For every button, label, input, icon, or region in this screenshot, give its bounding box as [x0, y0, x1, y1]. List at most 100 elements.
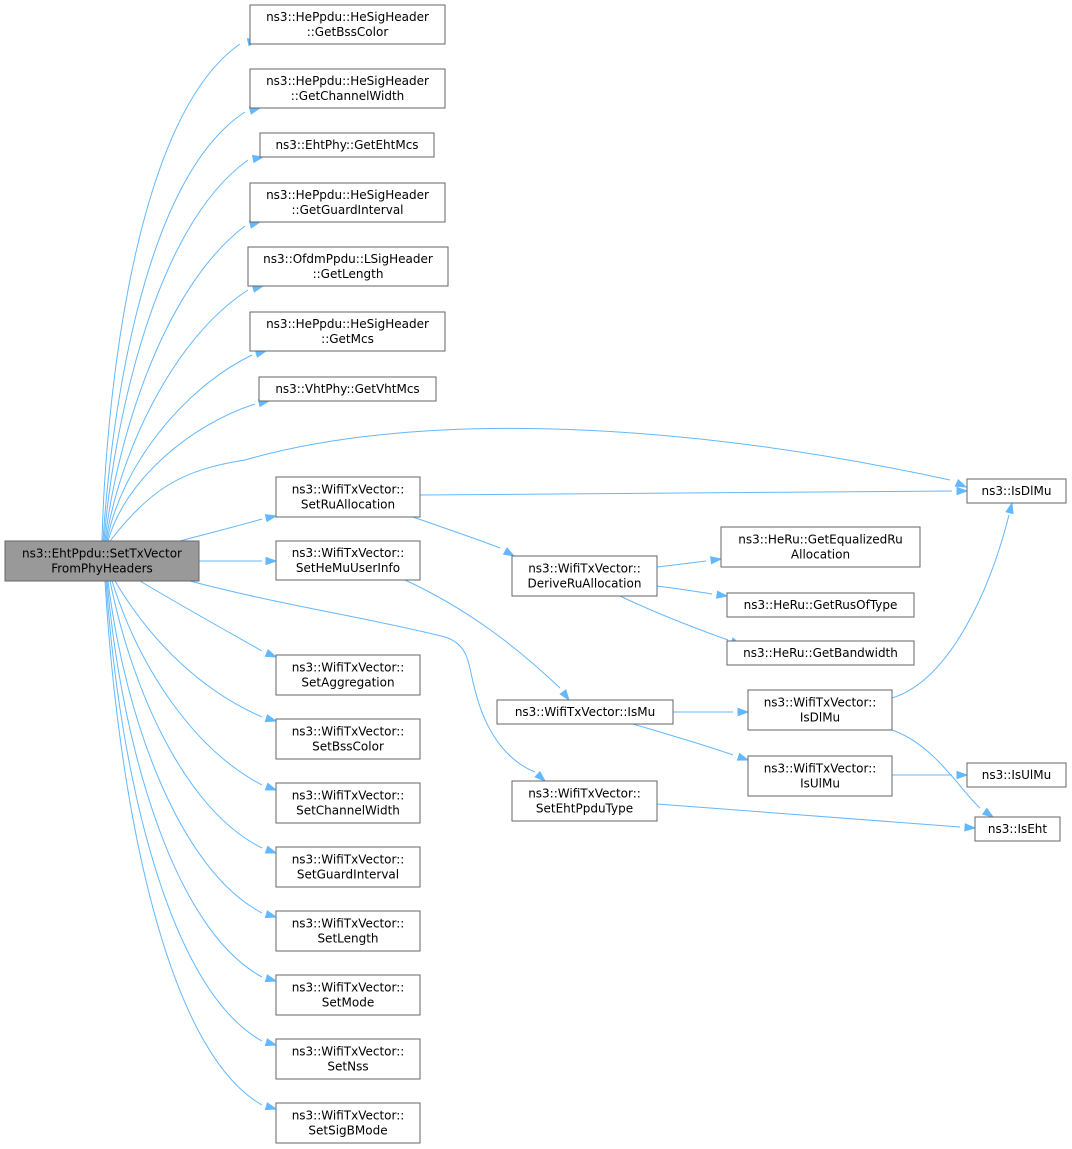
- node-box: [726, 640, 915, 666]
- edge-root-to-setbsscolor: [114, 580, 278, 723]
- edge-arrowhead: [956, 770, 969, 780]
- edge-txv_isdlmu-to-isdlmu_free: [891, 501, 1014, 699]
- node-txv-isulmu[interactable]: ns3::WifiTxVector::IsUlMu: [747, 755, 893, 797]
- edge-root-to-setmode: [106, 580, 278, 983]
- edge-arrowhead: [534, 770, 547, 783]
- node-isdlmu-free[interactable]: ns3::IsDlMu: [966, 478, 1067, 504]
- node-label-line: ns3::WifiTxVector::: [528, 562, 641, 576]
- node-setbsscolor[interactable]: ns3::WifiTxVector::SetBssColor: [275, 718, 421, 760]
- node-box: [249, 68, 446, 109]
- edge-line: [412, 516, 501, 549]
- node-he-getmcs[interactable]: ns3::HePpdu::HeSigHeader::GetMcs: [249, 311, 446, 352]
- node-setehtppdutype[interactable]: ns3::WifiTxVector::SetEhtPpduType: [511, 780, 658, 822]
- edge-line: [106, 580, 263, 978]
- edge-line: [101, 43, 241, 542]
- node-label-line: IsDlMu: [800, 711, 840, 725]
- node-label-line: ns3::WifiTxVector::: [292, 546, 405, 560]
- node-label-line: SetEhtPpduType: [536, 802, 633, 816]
- node-deriveruallocation[interactable]: ns3::WifiTxVector::DeriveRuAllocation: [511, 555, 658, 597]
- node-txv-isdlmu[interactable]: ns3::WifiTxVector::IsDlMu: [747, 689, 893, 731]
- edge-root-to-setehtppdutype: [189, 580, 547, 783]
- node-label-line: ns3::WifiTxVector::: [292, 789, 405, 803]
- node-setaggregation[interactable]: ns3::WifiTxVector::SetAggregation: [275, 654, 421, 696]
- edge-arrowhead: [264, 1038, 278, 1047]
- node-he-getguardinterval[interactable]: ns3::HePpdu::HeSigHeader::GetGuardInterv…: [249, 182, 446, 223]
- node-label-line: ns3::IsUlMu: [982, 768, 1051, 782]
- edge-arrowhead: [710, 556, 723, 565]
- edge-root-to-setguardinterval: [109, 580, 278, 854]
- edge-txv_isdlmu-to-iseht_free: [891, 729, 995, 818]
- node-label-line: ns3::WifiTxVector::: [292, 725, 405, 739]
- node-box: [275, 476, 421, 518]
- edge-line: [656, 560, 707, 568]
- edge-line: [104, 580, 263, 1106]
- node-setmode[interactable]: ns3::WifiTxVector::SetMode: [275, 974, 421, 1016]
- node-setguardinterval[interactable]: ns3::WifiTxVector::SetGuardInterval: [275, 846, 421, 888]
- node-box: [275, 654, 421, 696]
- node-box: [249, 182, 446, 223]
- node-sethemuuserinfo[interactable]: ns3::WifiTxVector::SetHeMuUserInfo: [275, 540, 421, 581]
- edge-sethemuuserinfo-to-ismu: [404, 579, 570, 702]
- node-label-line: ns3::OfdmPpdu::LSigHeader: [263, 252, 433, 266]
- node-box: [247, 246, 449, 287]
- node-isulmu-free[interactable]: ns3::IsUlMu: [966, 762, 1067, 788]
- node-box: [258, 376, 437, 402]
- edge-root-to-setruallocation: [179, 514, 278, 542]
- edge-ismu-to-txv_isdlmu: [673, 707, 750, 717]
- node-he-getbsscolor[interactable]: ns3::HePpdu::HeSigHeader::GetBssColor: [249, 4, 446, 45]
- node-vht-getvhtmcs[interactable]: ns3::VhtPhy::GetVhtMcs: [258, 376, 437, 402]
- edge-root-to-ofdm_getlength: [105, 284, 265, 542]
- edge-arrowhead: [559, 689, 570, 702]
- edge-arrowhead: [264, 782, 278, 791]
- edge-line: [419, 490, 953, 496]
- node-box: [726, 592, 915, 618]
- node-label-line: ns3::HeRu::GetBandwidth: [743, 646, 898, 660]
- edge-arrowhead: [264, 910, 278, 919]
- edge-line: [102, 111, 246, 542]
- edge-root-to-setchannelwidth: [111, 580, 278, 791]
- node-ismu[interactable]: ns3::WifiTxVector::IsMu: [496, 699, 674, 725]
- node-label-line: ns3::WifiTxVector::: [292, 917, 405, 931]
- node-label-line: FromPhyHeaders: [51, 562, 153, 576]
- node-setnss[interactable]: ns3::WifiTxVector::SetNss: [275, 1038, 421, 1080]
- node-label-line: ns3::IsEht: [988, 822, 1048, 836]
- node-box: [259, 132, 435, 158]
- edge-arrowhead: [956, 486, 969, 496]
- edge-root-to-isdlmu_free: [109, 427, 968, 542]
- edge-arrowhead: [716, 590, 729, 599]
- edge-arrowhead: [737, 707, 750, 717]
- node-ofdm-getlength[interactable]: ns3::OfdmPpdu::LSigHeader::GetLength: [247, 246, 449, 287]
- node-label-line: ns3::WifiTxVector::: [292, 1045, 405, 1059]
- node-label-line: ns3::HePpdu::HeSigHeader: [266, 317, 429, 331]
- edge-line: [105, 580, 263, 1042]
- node-iseht-free[interactable]: ns3::IsEht: [974, 816, 1061, 842]
- node-setlength[interactable]: ns3::WifiTxVector::SetLength: [275, 910, 421, 952]
- edge-arrowhead: [964, 823, 977, 832]
- node-eht-getehtmcs[interactable]: ns3::EhtPhy::GetEhtMcs: [259, 132, 435, 158]
- node-box: [249, 311, 446, 352]
- node-setruallocation[interactable]: ns3::WifiTxVector::SetRuAllocation: [275, 476, 421, 518]
- edge-line: [103, 159, 249, 542]
- edge-line: [107, 403, 256, 542]
- node-he-getchannelwidth[interactable]: ns3::HePpdu::HeSigHeader::GetChannelWidt…: [249, 68, 446, 109]
- node-label-line: ::GetGuardInterval: [291, 203, 403, 217]
- node-label-line: SetRuAllocation: [301, 498, 395, 512]
- node-setchannelwidth[interactable]: ns3::WifiTxVector::SetChannelWidth: [275, 782, 421, 824]
- node-box: [747, 689, 893, 731]
- node-label-line: ::GetBssColor: [307, 25, 389, 39]
- edge-line: [109, 580, 263, 849]
- node-setsigbmode[interactable]: ns3::WifiTxVector::SetSigBMode: [275, 1102, 421, 1144]
- edge-arrowhead: [265, 556, 278, 566]
- node-getbandwidth[interactable]: ns3::HeRu::GetBandwidth: [726, 640, 915, 666]
- edge-root-to-setlength: [107, 580, 278, 919]
- node-getrusoftype[interactable]: ns3::HeRu::GetRusOfType: [726, 592, 915, 618]
- node-box: [966, 762, 1067, 788]
- edge-arrowhead: [264, 974, 278, 983]
- node-box: [275, 718, 421, 760]
- edge-line: [404, 579, 561, 689]
- edge-line: [891, 729, 981, 809]
- edge-arrowhead: [264, 845, 278, 854]
- node-label-line: SetMode: [322, 996, 374, 1010]
